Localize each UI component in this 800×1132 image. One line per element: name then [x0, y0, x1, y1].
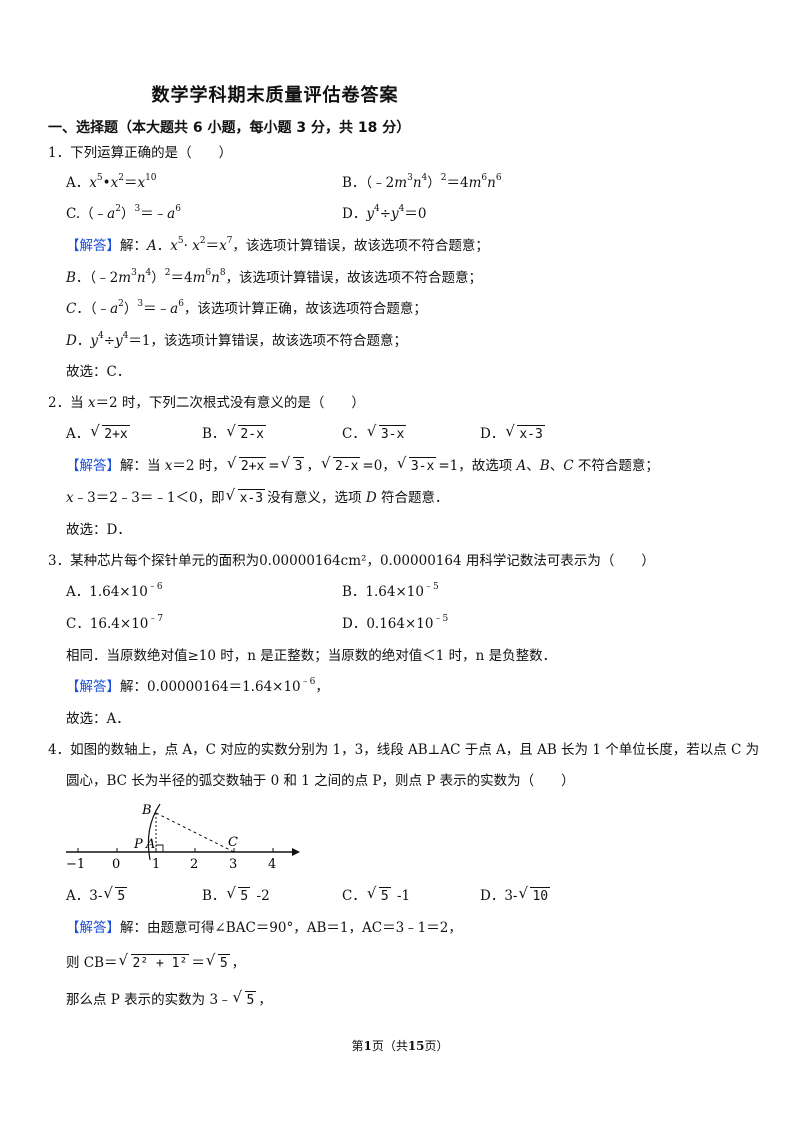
q4-option-d: D．3-10	[480, 883, 552, 906]
tick-label: −1	[66, 857, 85, 872]
tick-label: 0	[112, 857, 120, 872]
q1-solution-c: C．（﹣a2）3＝﹣a6，该选项计算正确，故该选项符合题意；	[66, 299, 427, 318]
label-p: P	[133, 837, 143, 852]
question-4-stem-2: 圆心，BC 长为半径的弧交数轴于 0 和 1 之间的点 P，则点 P 表示的实数…	[66, 773, 575, 789]
section-heading: 一、选择题（本大题共 6 小题，每小题 3 分，共 18 分）	[48, 120, 411, 136]
q2-solution-1: 【解答】解：当 x＝2 时，2+x=3，2-x=0，3-x=1，故选项 A、B、…	[66, 453, 659, 476]
q4-solution-1: 【解答】解：由题意可得∠BAC＝90°，AB＝1，AC＝3﹣1＝2，	[66, 920, 462, 936]
label-a: A	[145, 837, 155, 852]
q2-option-a: A．2+x	[66, 421, 132, 444]
q3-note: 相同．当原数绝对值≥10 时，n 是正整数；当原数的绝对值＜1 时，n 是负整数…	[66, 648, 557, 664]
label-b: B	[141, 803, 152, 818]
q2-option-d: D．x-3	[480, 421, 547, 444]
q3-option-c: C．16.4×10﹣7	[66, 614, 164, 633]
q4-option-c: C．5 -1	[342, 883, 410, 906]
question-3-stem: 3．某种芯片每个探针单元的面积为0.00000164cm²，0.00000164…	[48, 553, 655, 569]
q1-solution-a: 【解答】解：A．x5· x2＝x7，该选项计算错误，故该选项不符合题意；	[66, 236, 489, 255]
q3-choice: 故选：A．	[66, 711, 130, 727]
q1-option-a: A．x5•x2＝x10	[66, 173, 157, 192]
q2-option-c: C．3-x	[342, 421, 408, 444]
tick-label: 1	[152, 857, 160, 872]
q3-option-d: D．0.164×10﹣5	[342, 614, 449, 633]
q4-solution-2: 则 CB＝2² + 1²＝5，	[66, 950, 245, 973]
tick-label: 2	[190, 857, 198, 872]
q3-solution: 【解答】解：0.00000164＝1.64×10﹣6，	[66, 677, 329, 696]
axis-arrow-icon	[292, 848, 300, 856]
q2-choice: 故选：D．	[66, 522, 131, 538]
q1-option-d: D．y4÷y4＝0	[342, 204, 427, 223]
label-c: C	[228, 835, 238, 850]
q1-option-c: C.（﹣a2）3＝﹣a6	[66, 204, 181, 223]
tick-label: 4	[268, 857, 276, 872]
q4-solution-3: 那么点 P 表示的实数为 3﹣5，	[66, 987, 272, 1010]
answer-tag: 【解答】	[66, 238, 120, 254]
q1-option-b: B．（﹣2m3n4）2＝4m6n6	[342, 173, 502, 192]
q4-option-b: B．5 -2	[202, 883, 270, 906]
page-footer: 第1页（共15页）	[351, 1039, 449, 1053]
q2-option-b: B．2-x	[202, 421, 268, 444]
tick-label: 3	[229, 857, 237, 872]
q1-solution-b: B．（﹣2m3n4）2＝4m6n8，该选项计算错误，故该选项不符合题意；	[66, 268, 483, 287]
right-angle-mark	[156, 844, 164, 852]
q1-choice: 故选：C．	[66, 364, 131, 380]
question-1-stem: 1．下列运算正确的是（ ）	[48, 145, 233, 161]
q1-solution-d: D．y4÷y4＝1，该选项计算错误，故该选项不符合题意；	[66, 331, 407, 350]
q4-option-a: A．3-5	[66, 883, 129, 906]
q3-option-b: B．1.64×10﹣5	[342, 582, 439, 601]
question-2-stem: 2．当 x＝2 时，下列二次根式没有意义的是（ ）	[48, 395, 365, 411]
q3-option-a: A．1.64×10﹣6	[66, 582, 163, 601]
number-line-figure: B P A C −1 0 1 2 3 4	[66, 803, 300, 872]
segment-bc	[155, 812, 235, 853]
question-4-stem-1: 4．如图的数轴上，点 A，C 对应的实数分别为 1，3，线段 AB⊥AC 于点 …	[48, 742, 760, 758]
arc-bc	[147, 803, 161, 861]
page-title: 数学学科期末质量评估卷答案	[151, 85, 399, 106]
